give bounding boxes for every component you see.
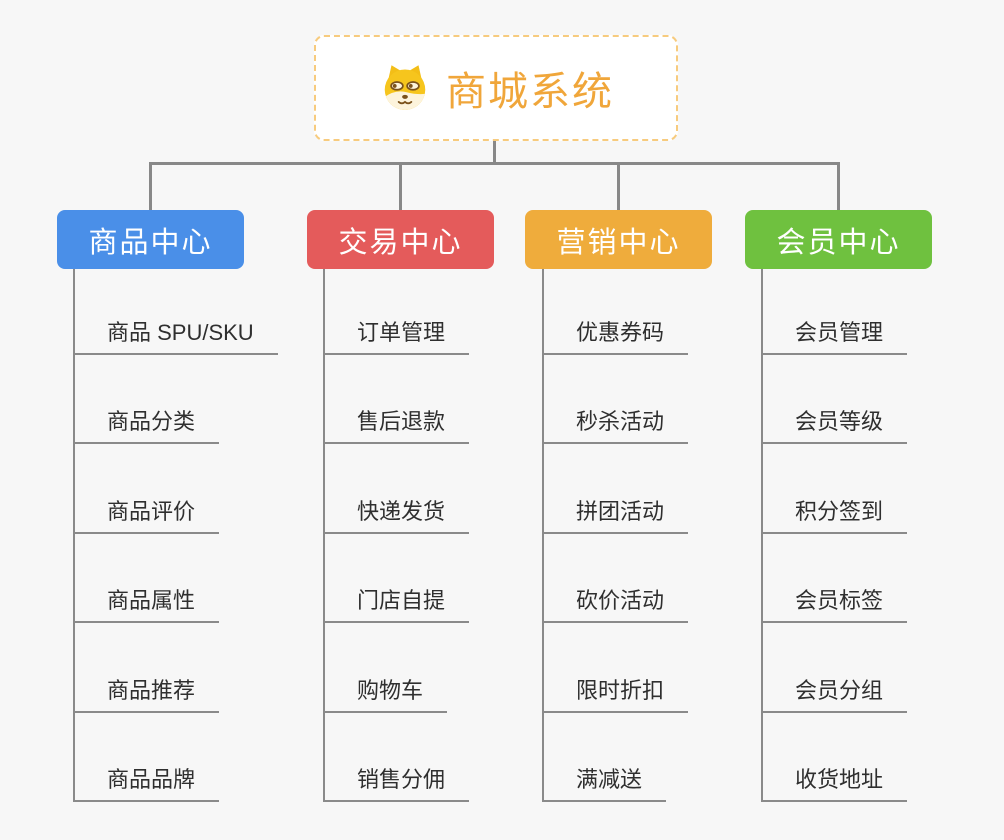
child-rail-connector [73, 269, 75, 802]
leaf-node[interactable]: 商品品牌 [73, 760, 220, 802]
leaf-node[interactable]: 门店自提 [323, 581, 470, 623]
branch-drop-connector [837, 162, 840, 210]
leaf-node[interactable]: 商品 SPU/SKU [73, 313, 278, 355]
root-stem-connector [493, 141, 496, 165]
leaf-node[interactable]: 会员标签 [761, 581, 908, 623]
leaf-node[interactable]: 会员管理 [761, 313, 908, 355]
dog-face-icon [378, 61, 432, 115]
leaf-node[interactable]: 限时折扣 [542, 671, 689, 713]
root-node-title: 商城系统 [446, 70, 614, 114]
child-rail-connector [542, 269, 544, 802]
leaf-node[interactable]: 商品评价 [73, 492, 220, 534]
leaf-node[interactable]: 商品推荐 [73, 671, 220, 713]
branch-drop-connector [149, 162, 152, 210]
leaf-node[interactable]: 秒杀活动 [542, 402, 689, 444]
child-rail-connector [323, 269, 325, 802]
leaf-node[interactable]: 优惠券码 [542, 313, 689, 355]
branch-drop-connector [399, 162, 402, 210]
root-node-mall-system[interactable]: 商城系统 [314, 35, 678, 141]
leaf-node[interactable]: 商品属性 [73, 581, 220, 623]
leaf-node[interactable]: 售后退款 [323, 402, 470, 444]
branch-node-trade-center[interactable]: 交易中心 [307, 210, 494, 269]
branch-drop-connector [617, 162, 620, 210]
leaf-node[interactable]: 商品分类 [73, 402, 220, 444]
branch-bus-connector [149, 162, 840, 165]
leaf-node[interactable]: 拼团活动 [542, 492, 689, 534]
leaf-node[interactable]: 收货地址 [761, 760, 908, 802]
leaf-node[interactable]: 订单管理 [323, 313, 470, 355]
branch-node-marketing-center[interactable]: 营销中心 [525, 210, 712, 269]
branch-node-product-center[interactable]: 商品中心 [57, 210, 244, 269]
leaf-node[interactable]: 会员分组 [761, 671, 908, 713]
leaf-node[interactable]: 满减送 [542, 760, 667, 802]
leaf-node[interactable]: 积分签到 [761, 492, 908, 534]
leaf-node[interactable]: 快递发货 [323, 492, 470, 534]
leaf-node[interactable]: 会员等级 [761, 402, 908, 444]
leaf-node[interactable]: 销售分佣 [323, 760, 470, 802]
leaf-node[interactable]: 购物车 [323, 671, 448, 713]
branch-node-member-center[interactable]: 会员中心 [745, 210, 932, 269]
leaf-node[interactable]: 砍价活动 [542, 581, 689, 623]
child-rail-connector [761, 269, 763, 802]
